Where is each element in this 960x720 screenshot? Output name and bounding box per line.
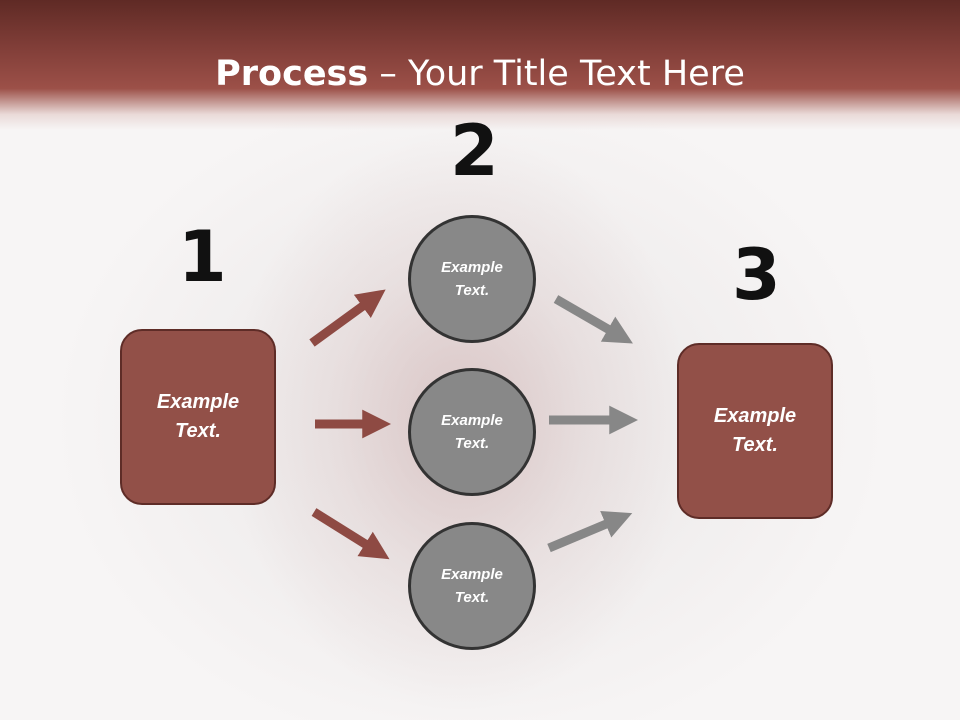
circle-top-line1: Example [441, 259, 503, 276]
process-circle-middle: Example Text. [408, 368, 536, 496]
slide-title: Process – Your Title Text Here [0, 52, 960, 96]
arrow-left-to-bottom [311, 508, 390, 560]
right-process-box: Example Text. [677, 343, 833, 519]
step-number-2: 2 [450, 110, 499, 192]
process-circle-bottom: Example Text. [408, 522, 536, 650]
process-circle-top: Example Text. [408, 215, 536, 343]
right-box-line2: Text. [732, 434, 778, 456]
circle-top-line2: Text. [454, 282, 490, 299]
left-process-box: Example Text. [120, 329, 276, 505]
circle-middle-line2: Text. [454, 435, 490, 452]
header-band [0, 0, 960, 130]
right-box-line1: Example [713, 405, 797, 427]
step-number-1: 1 [178, 216, 227, 298]
arrow-bottom-to-right [547, 510, 633, 553]
title-bold-part: Process [215, 54, 369, 94]
arrow-left-to-top [309, 289, 386, 347]
title-rest-part: – Your Title Text Here [368, 54, 745, 94]
step-number-3: 3 [732, 234, 781, 316]
circle-bottom-line1: Example [441, 566, 503, 583]
left-box-line1: Example [156, 391, 240, 413]
arrow-top-to-right [553, 295, 633, 344]
circle-middle-line1: Example [441, 412, 503, 429]
left-box-line2: Text. [175, 420, 221, 442]
circle-bottom-line2: Text. [454, 589, 490, 606]
